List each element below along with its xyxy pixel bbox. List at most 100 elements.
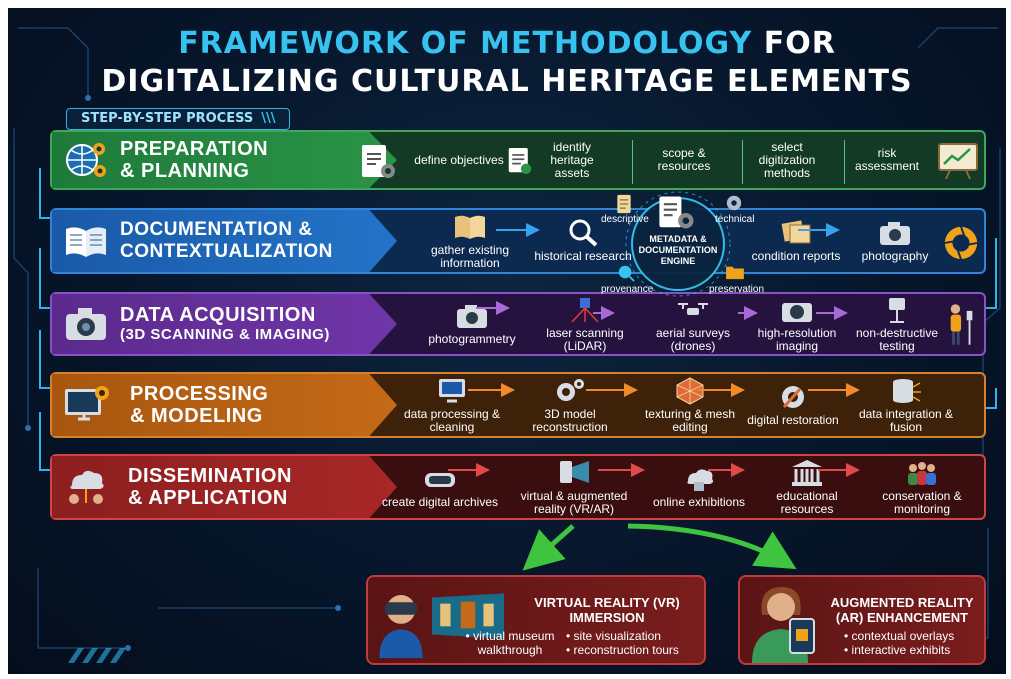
band-title-line1: DATA ACQUISITION xyxy=(120,304,316,326)
step-by-step-tag: STEP-BY-STEP PROCESS\\\ xyxy=(66,108,291,130)
aperture-icon xyxy=(944,226,978,260)
item-identify-heritage-assets: identify heritage assets xyxy=(550,139,594,180)
band-title: PROCESSING & MODELING xyxy=(130,383,268,427)
title-line-2: DIGITALIZING CULTURAL HERITAGE ELEMENTS xyxy=(101,64,913,99)
ar-card: AUGMENTED REALITY (AR) ENHANCEMENT • con… xyxy=(738,575,986,665)
band-title-line2: & PLANNING xyxy=(120,160,250,182)
gears-icon xyxy=(557,378,584,401)
item-high-resolution-imaging: high-resolution imaging xyxy=(742,294,852,354)
divider xyxy=(742,140,743,184)
drone-icon xyxy=(678,302,708,315)
band-title: DOCUMENTATION & CONTEXTUALIZATION xyxy=(120,219,333,263)
item-photography: photography xyxy=(850,210,940,272)
database-icon xyxy=(893,378,921,403)
band-processing: PROCESSING & MODELING data processing & … xyxy=(50,372,986,438)
engine-document-icon xyxy=(659,196,694,229)
vr-headset-icon xyxy=(425,473,455,487)
checklist-icon xyxy=(508,148,532,174)
search-icon xyxy=(618,265,635,282)
item-aerial-surveys: aerial surveys (drones) xyxy=(638,294,748,354)
item-condition-reports: condition reports xyxy=(746,210,846,272)
item-photogrammetry: photogrammetry xyxy=(417,294,527,354)
item-texturing-mesh-editing: texturing & mesh editing xyxy=(630,374,750,436)
item-laser-scanning: laser scanning (LiDAR) xyxy=(530,294,640,354)
divider xyxy=(632,140,633,184)
circuit-background xyxy=(13,27,1001,663)
phone-projection-icon xyxy=(560,460,589,483)
gear-icon xyxy=(726,195,742,211)
virtual-museum-icon xyxy=(432,593,504,639)
item-data-processing: data processing & cleaning xyxy=(392,374,512,436)
item-define-objectives: define objectives xyxy=(414,152,504,167)
ar-card-title: AUGMENTED REALITY (AR) ENHANCEMENT xyxy=(830,595,974,625)
testing-device-icon xyxy=(889,297,905,323)
item-gather-existing-information: gather existing information xyxy=(410,210,530,272)
engine-label: METADATA & DOCUMENTATION ENGINE xyxy=(638,234,718,266)
band-head xyxy=(52,210,397,272)
technician-icon xyxy=(950,304,973,345)
doc-icon xyxy=(617,194,631,214)
metadata-engine: METADATA & DOCUMENTATION ENGINE descript… xyxy=(601,188,764,300)
chart-board-icon xyxy=(938,143,978,180)
band-title: DISSEMINATION & APPLICATION xyxy=(128,465,292,509)
item-vr-ar: virtual & augmented reality (VR/AR) xyxy=(504,456,644,518)
band-title-line2: (3D SCANNING & IMAGING) xyxy=(120,326,330,343)
camera-icon xyxy=(66,308,106,340)
item-educational-resources: educational resources xyxy=(752,456,862,518)
computer-icon xyxy=(439,378,465,402)
vr-user-icon xyxy=(379,595,423,658)
ar-bullets: • contextual overlays • interactive exhi… xyxy=(844,629,984,657)
band-title: DATA ACQUISITION (3D SCANNING & IMAGING) xyxy=(120,304,330,344)
ar-bullet: • contextual overlays xyxy=(844,629,955,643)
engine-provenance: provenance xyxy=(601,284,654,295)
item-digital-restoration: digital restoration xyxy=(738,374,848,436)
band-title-line1: PREPARATION xyxy=(120,138,269,160)
item-risk-assessment: risk assessment xyxy=(854,146,920,173)
cloud-hands-icon xyxy=(69,470,104,504)
title-line-1: FRAMEWORK OF METHODOLOGY FOR xyxy=(8,26,1006,61)
divider xyxy=(844,140,845,184)
vr-bullet: walkthrough xyxy=(477,643,543,657)
band-title-line1: DOCUMENTATION & xyxy=(120,219,313,240)
band-title-line1: DISSEMINATION xyxy=(128,465,292,487)
engine-preservation: preservation xyxy=(709,284,765,295)
band-head xyxy=(52,456,397,518)
laser-scanner-icon xyxy=(571,297,599,323)
folder-icon xyxy=(726,266,744,280)
mesh-icon xyxy=(676,376,704,405)
band-dissemination: DISSEMINATION & APPLICATION create digit… xyxy=(50,454,986,520)
item-non-destructive-testing: non-destructive testing xyxy=(842,294,952,354)
band-head xyxy=(52,132,397,188)
vr-bullet: • site visualization xyxy=(566,629,661,643)
ar-user-icon xyxy=(752,587,815,663)
vr-bullets-right: • site visualization • reconstruction to… xyxy=(566,629,706,657)
vr-bullets-left: • virtual museum walkthrough xyxy=(450,629,570,657)
globe-gear-icon xyxy=(66,143,106,177)
camera-icon xyxy=(782,302,812,322)
band-title-line1: PROCESSING xyxy=(130,383,269,405)
band-data-acquisition: DATA ACQUISITION (3D SCANNING & IMAGING)… xyxy=(50,292,986,356)
photos-icon xyxy=(781,220,811,244)
vr-bullet: • reconstruction tours xyxy=(566,643,679,657)
engine-descriptive: descriptive xyxy=(601,214,649,225)
monitor-gear-icon xyxy=(65,386,109,421)
camera-icon xyxy=(457,305,487,328)
cloud-database-icon xyxy=(687,469,714,491)
item-historical-research: historical research xyxy=(528,210,638,272)
band-title-line2: & MODELING xyxy=(130,405,263,427)
item-scope-resources: scope & resources xyxy=(657,146,711,173)
band-head xyxy=(52,294,397,354)
band-head xyxy=(52,374,397,436)
item-select-digitization-methods: select digitization methods xyxy=(758,139,816,180)
title-rest: FOR xyxy=(752,26,836,61)
vr-bullet: • virtual museum xyxy=(465,629,555,643)
vr-card-title: VIRTUAL REALITY (VR) IMMERSION xyxy=(534,595,680,625)
wrench-gear-icon xyxy=(782,386,804,408)
open-book-icon xyxy=(66,227,106,257)
title-accent: FRAMEWORK OF METHODOLOGY xyxy=(178,26,753,61)
magnifier-icon xyxy=(569,219,598,247)
band-documentation: DOCUMENTATION & CONTEXTUALIZATION gather… xyxy=(50,208,986,274)
camera-icon xyxy=(880,222,910,245)
band-title-line2: & APPLICATION xyxy=(128,487,288,509)
ar-bullet: • interactive exhibits xyxy=(844,643,951,657)
